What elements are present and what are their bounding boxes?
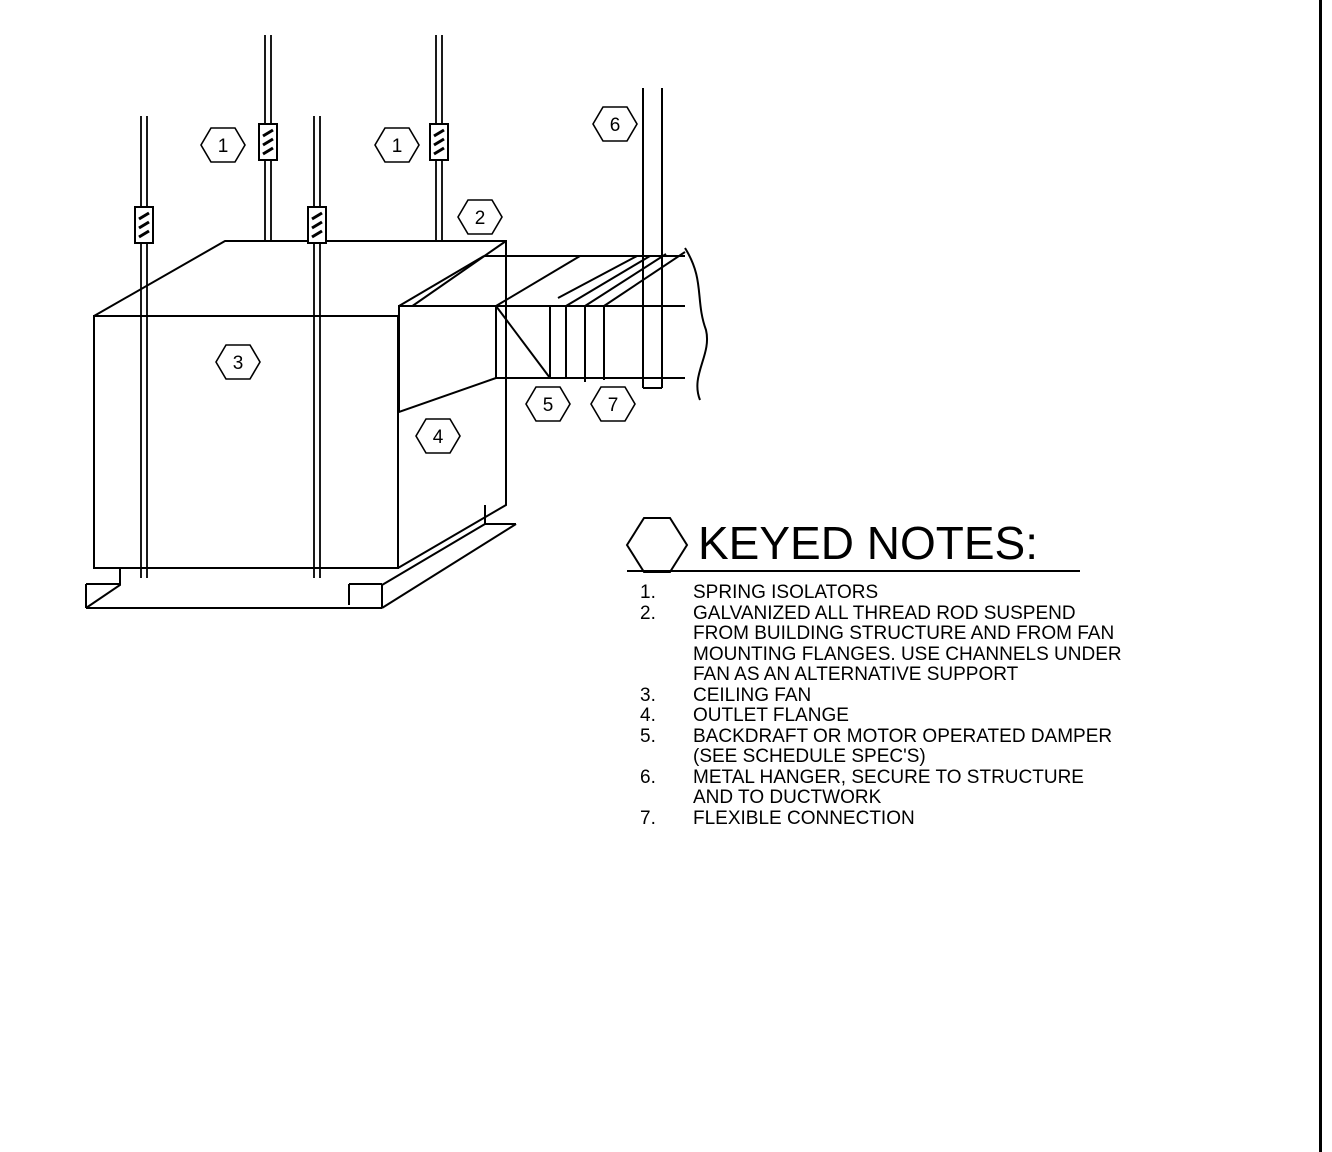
keyed-note-text: METAL HANGER, SECURE TO STRUCTURE AND TO…: [693, 766, 1084, 808]
keyed-notes-list: 1. SPRING ISOLATORS 2. GALVANIZED ALL TH…: [640, 582, 1122, 830]
keyed-note-text: FLEXIBLE CONNECTION: [693, 807, 915, 829]
keyed-notes-underline: [627, 570, 1080, 572]
keyed-note-item: 2. GALVANIZED ALL THREAD ROD SUSPEND FRO…: [640, 602, 1122, 686]
keyed-note-number: 2.: [640, 602, 656, 624]
svg-text:1: 1: [392, 136, 403, 157]
svg-text:1: 1: [218, 136, 229, 157]
keyed-note-item: 4. OUTLET FLANGE: [640, 705, 1122, 727]
svg-text:4: 4: [433, 427, 444, 448]
callout-tag-5: 5: [525, 386, 571, 422]
svg-text:3: 3: [233, 353, 244, 374]
keyed-note-number: 7.: [640, 807, 656, 829]
callout-tag-7: 7: [590, 386, 636, 422]
metal-hanger: [642, 88, 663, 389]
keyed-note-text: CEILING FAN: [693, 684, 812, 706]
keyed-note-item: 1. SPRING ISOLATORS: [640, 582, 1122, 604]
outlet-flange: [398, 255, 497, 414]
keyed-note-text: SPRING ISOLATORS: [693, 582, 879, 603]
spring-isolators: [134, 123, 449, 244]
keyed-note-number: 4.: [640, 705, 656, 726]
keyed-note-text: GALVANIZED ALL THREAD ROD SUSPEND FROM B…: [693, 602, 1122, 685]
flexible-connection: [557, 251, 686, 382]
keyed-note-number: 5.: [640, 725, 656, 747]
keyed-note-item: 6. METAL HANGER, SECURE TO STRUCTURE AND…: [640, 766, 1122, 809]
callout-tag-3: 3: [215, 344, 261, 380]
keyed-notes-title: KEYED NOTES:: [698, 517, 1038, 569]
svg-text:2: 2: [475, 208, 486, 229]
keyed-notes-hexagon-icon: [625, 517, 689, 573]
keyed-note-text: BACKDRAFT OR MOTOR OPERATED DAMPER (SEE …: [693, 725, 1113, 767]
keyed-note-item: 7. FLEXIBLE CONNECTION: [640, 807, 1122, 830]
ductwork: [484, 247, 709, 401]
keyed-note-text: OUTLET FLANGE: [693, 705, 849, 726]
keyed-note-number: 1.: [640, 582, 656, 603]
keyed-note-number: 3.: [640, 684, 656, 706]
keyed-note-item: 5. BACKDRAFT OR MOTOR OPERATED DAMPER (S…: [640, 725, 1122, 768]
spring-isolator: [134, 206, 154, 244]
spring-isolator: [429, 123, 449, 161]
keyed-note-item: 3. CEILING FAN: [640, 684, 1122, 707]
backdraft-damper: [495, 305, 551, 379]
svg-text:5: 5: [543, 395, 554, 416]
callout-tag-1: 1: [374, 127, 420, 163]
callout-tag-2: 2: [457, 199, 503, 235]
svg-text:6: 6: [610, 115, 621, 136]
spring-isolator: [307, 206, 327, 244]
svg-text:7: 7: [608, 395, 619, 416]
mounting-base: [85, 505, 517, 609]
ceiling-fan-housing: [93, 240, 507, 569]
spring-isolator: [258, 123, 278, 161]
keyed-note-number: 6.: [640, 766, 656, 788]
callout-tag-6: 6: [592, 106, 638, 142]
sheet-border: [1319, 0, 1322, 1152]
callout-tag-1: 1: [200, 127, 246, 163]
callout-tag-4: 4: [415, 418, 461, 454]
